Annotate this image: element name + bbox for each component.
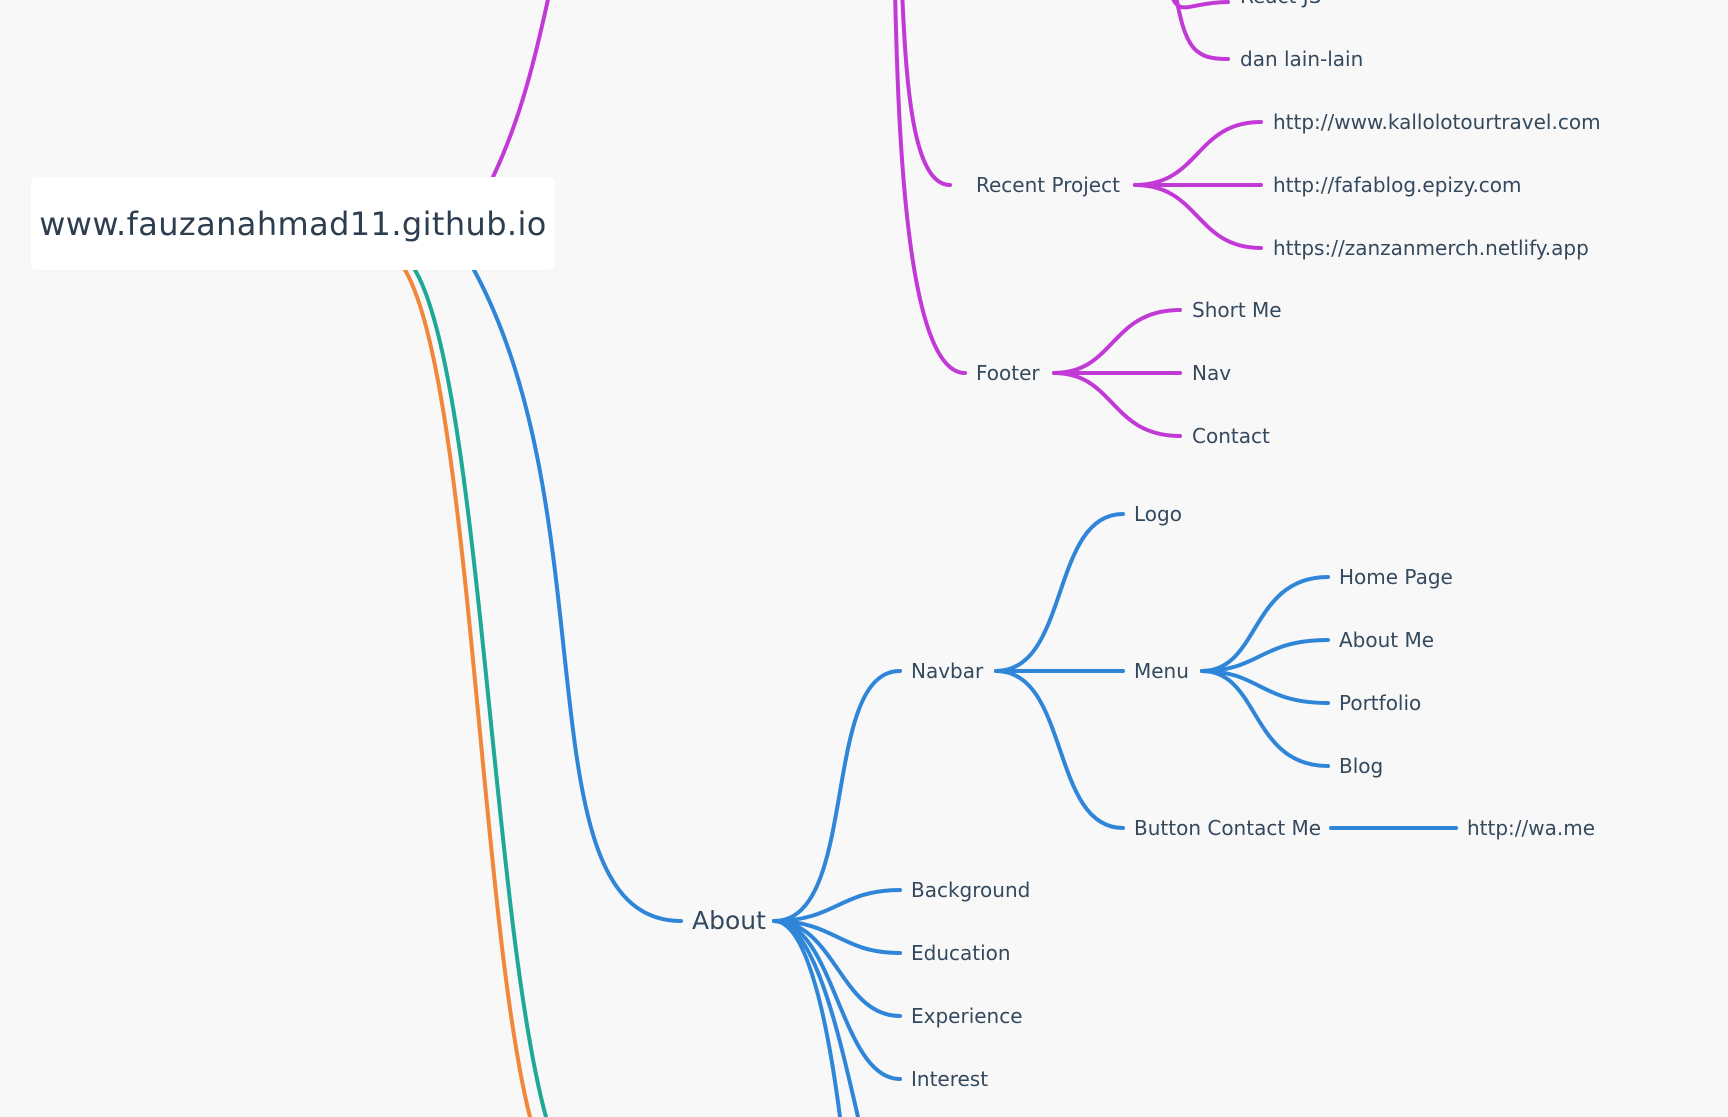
node-education[interactable]: Education (911, 941, 1011, 965)
node-about[interactable]: About (692, 906, 766, 935)
root-node[interactable]: www.fauzanahmad11.github.io (31, 177, 555, 270)
node-blog[interactable]: Blog (1339, 754, 1384, 778)
link-to-react-js (1171, 0, 1230, 10)
link-root-to-about (472, 268, 683, 923)
node-about-me[interactable]: About Me (1339, 628, 1435, 652)
node-project-url-3[interactable]: https://zanzanmerch.netlify.app (1273, 236, 1589, 260)
link-root-to-purple-branch (491, 0, 550, 179)
node-experience[interactable]: Experience (911, 1004, 1023, 1028)
link-about-to-navbar (772, 669, 902, 923)
link-to-dan-lain-lain (1174, 0, 1230, 61)
node-background[interactable]: Background (911, 878, 1031, 902)
link-about-to-experience (772, 919, 902, 1018)
node-footer[interactable]: Footer (976, 361, 1040, 385)
link-to-footer (893, 0, 967, 375)
node-dan-lain-lain[interactable]: dan lain-lain (1240, 47, 1364, 71)
node-navbar[interactable]: Navbar (911, 659, 984, 683)
link-menu-to-about-me (1200, 638, 1330, 673)
node-menu[interactable]: Menu (1134, 659, 1189, 683)
link-menu-to-home-page (1200, 575, 1330, 673)
node-logo[interactable]: Logo (1134, 502, 1182, 526)
link-footer-to-short-me (1052, 308, 1182, 375)
link-root-to-orange-branch (403, 268, 532, 1117)
link-menu-to-portfolio (1200, 669, 1330, 705)
node-home-page[interactable]: Home Page (1339, 565, 1453, 589)
link-about-to-education (772, 919, 902, 955)
link-to-recent-project (900, 0, 952, 187)
node-project-url-1[interactable]: http://www.kallolotourtravel.com (1273, 110, 1601, 134)
node-nav[interactable]: Nav (1192, 361, 1232, 385)
node-contact[interactable]: Contact (1192, 424, 1270, 448)
link-recent-project-to-url-3 (1133, 183, 1263, 250)
link-about-to-offscreen-2 (772, 919, 860, 1117)
link-footer-to-contact (1052, 371, 1182, 438)
node-short-me[interactable]: Short Me (1192, 298, 1282, 322)
link-about-to-background (772, 888, 902, 923)
link-navbar-to-button-contact (994, 669, 1125, 830)
link-navbar-to-logo (994, 512, 1125, 673)
node-portfolio[interactable]: Portfolio (1339, 691, 1422, 715)
link-root-to-teal-branch (413, 268, 548, 1117)
node-project-url-2[interactable]: http://fafablog.epizy.com (1273, 173, 1522, 197)
link-menu-to-blog (1200, 669, 1330, 768)
root-node-label: www.fauzanahmad11.github.io (39, 204, 547, 243)
link-recent-project-to-url-1 (1133, 120, 1263, 187)
node-button-contact-me[interactable]: Button Contact Me (1134, 816, 1322, 840)
link-about-to-interest (772, 919, 902, 1081)
node-recent-project[interactable]: Recent Project (976, 173, 1120, 197)
node-interest[interactable]: Interest (911, 1067, 989, 1091)
node-wa-me-url[interactable]: http://wa.me (1467, 816, 1596, 840)
node-react-js[interactable]: React JS (1240, 0, 1321, 8)
